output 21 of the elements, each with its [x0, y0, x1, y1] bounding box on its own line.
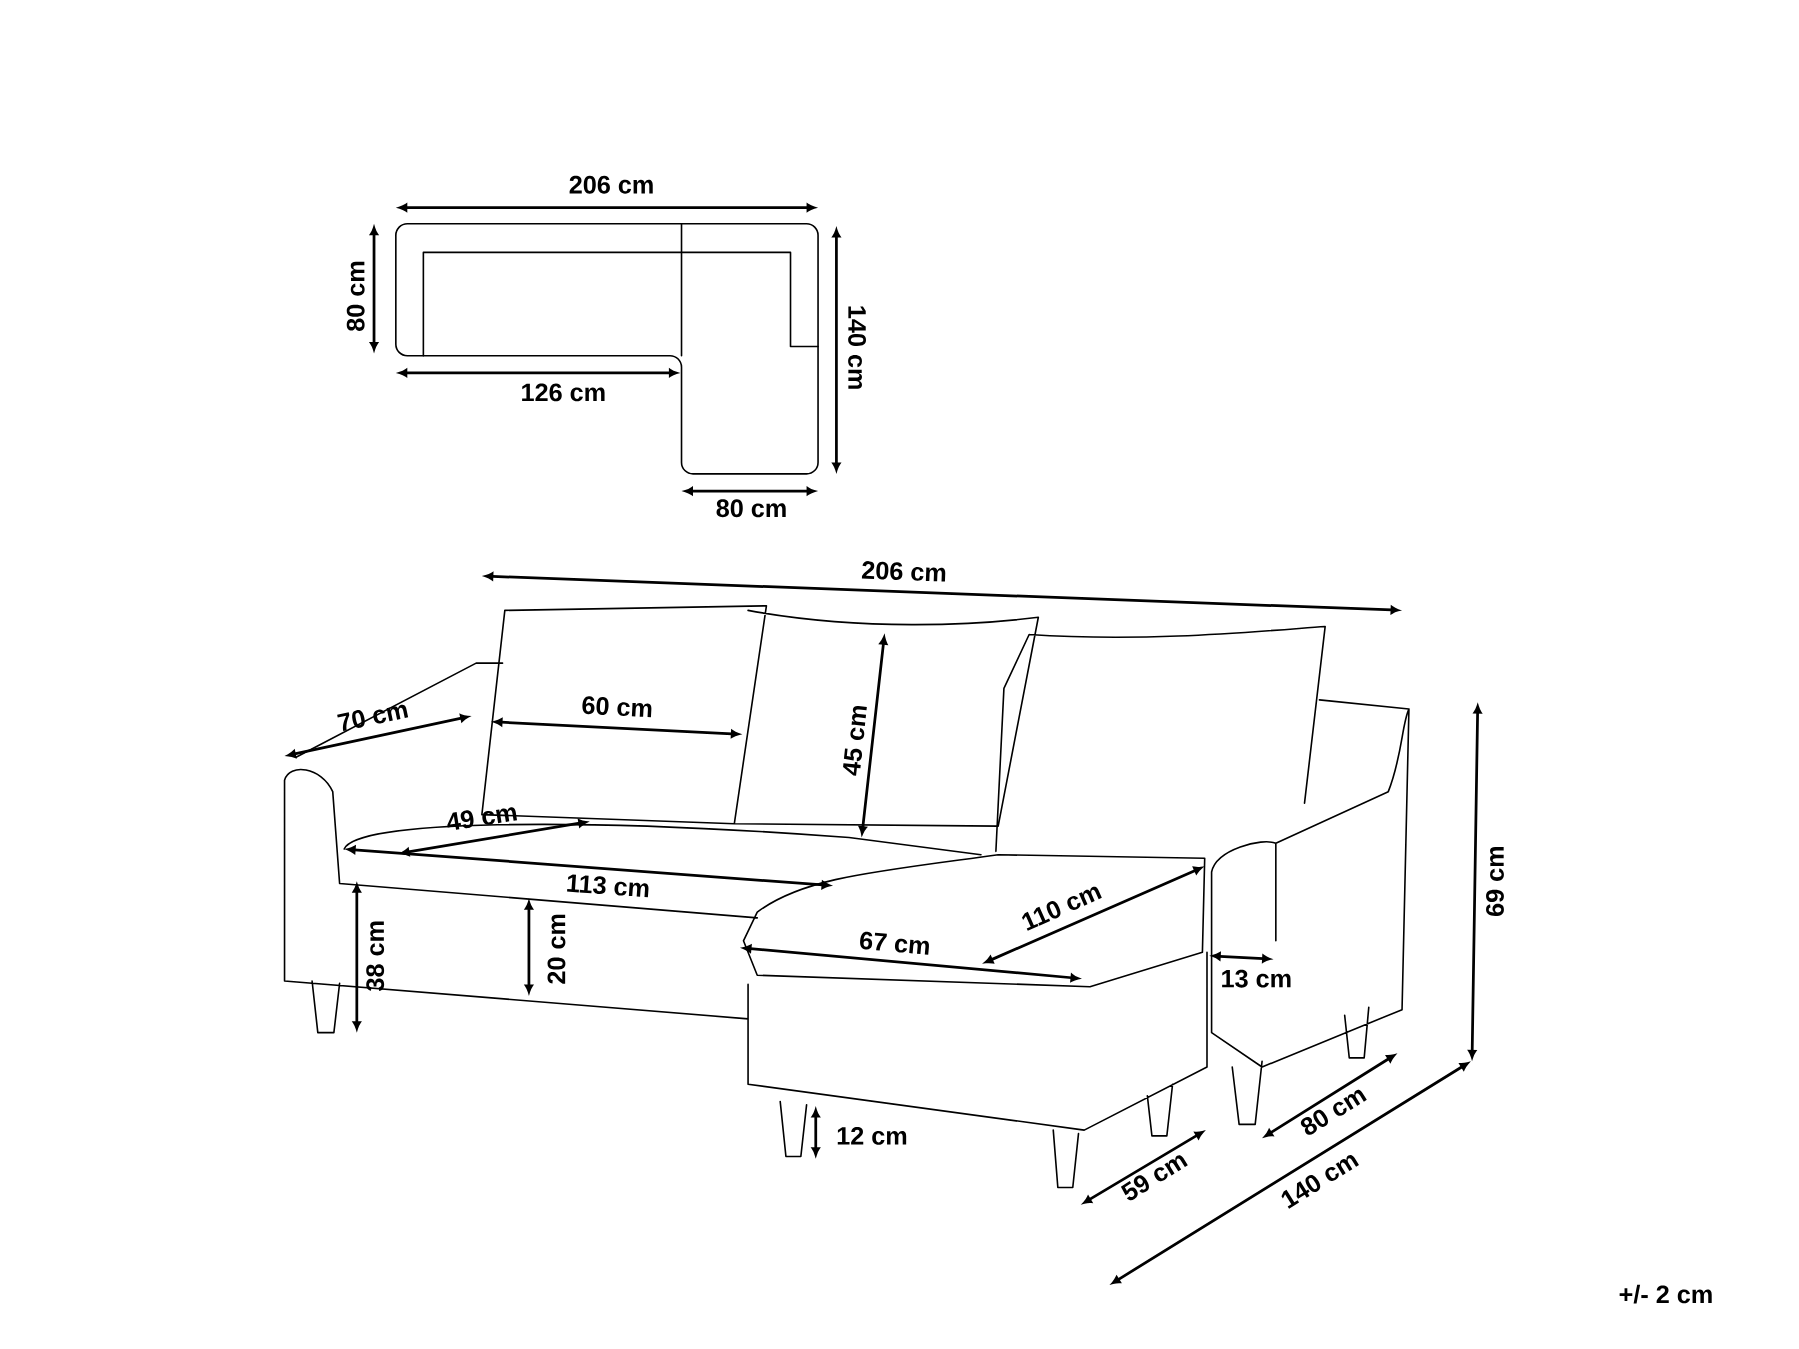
dimension-label: 59 cm [1120, 1155, 1188, 1201]
dimension-label: 140 cm [848, 306, 866, 389]
dimension-label: 13 cm [1222, 969, 1291, 988]
dimension-label: 38 cm [366, 921, 385, 991]
dimension-label: 80 cm [716, 499, 786, 518]
dimension-label: 69 cm [1486, 846, 1504, 916]
tolerance-note: +/- 2 cm [1619, 1284, 1712, 1304]
dimension-label: 140 cm [1281, 1154, 1359, 1209]
dimension-label: 113 cm [567, 874, 649, 898]
dimension-label: 206 cm [569, 175, 653, 194]
dimension-label: 80 cm [346, 261, 365, 331]
dimension-label: 80 cm [1300, 1089, 1367, 1135]
dimension-label: 110 cm [1022, 886, 1102, 931]
dimension-label: 70 cm [337, 704, 409, 731]
dimension-label: 45 cm [843, 705, 867, 776]
dimension-label: 126 cm [522, 383, 605, 402]
dimension-label: 67 cm [860, 931, 929, 955]
dimension-label: 12 cm [837, 1126, 907, 1145]
dimension-label: 60 cm [582, 696, 652, 718]
dimension-label: 20 cm [547, 914, 566, 984]
dimension-label: 206 cm [861, 561, 946, 582]
